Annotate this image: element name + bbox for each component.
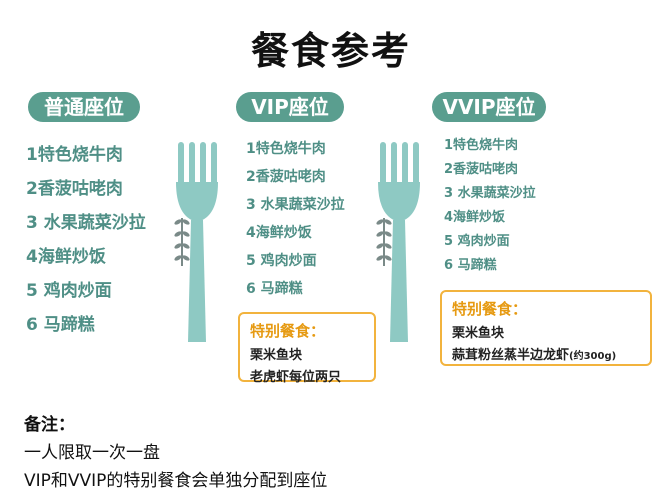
list-item: 2香菠咕咾肉 [26,179,123,199]
notes: 备注： 一人限取一次一盘 VIP和VVIP的特别餐食会单独分配到座位 [24,410,327,495]
special-item: 老虎虾每位两只 [250,370,342,385]
list-item: 4海鲜炒饭 [246,225,312,241]
list-item: 6 马蹄糕 [444,258,497,273]
special-item: 蒜茸粉丝蒸半边龙虾 [452,348,570,363]
list-item: 1特色烧牛肉 [444,138,519,153]
list-item: 1特色烧牛肉 [246,141,326,157]
special-item: 栗米鱼块 [250,348,303,363]
fork-icon [376,142,420,342]
menu-list-vvip: 1特色烧牛肉 2香菠咕咾肉 3 水果蔬菜沙拉 4海鲜炒饭 5 鸡肉炒面 6 马蹄… [444,134,536,278]
section-label-regular: 普通座位 [28,92,140,122]
list-item: 6 马蹄糕 [26,315,95,335]
list-item: 3 水果蔬菜沙拉 [26,213,146,233]
special-box-vvip: 特别餐食： 栗米鱼块 蒜茸粉丝蒸半边龙虾(约300g) [440,290,652,366]
menu-list-regular: 1特色烧牛肉 2香菠咕咾肉 3 水果蔬菜沙拉 4海鲜炒饭 5 鸡肉炒面 6 马蹄… [26,138,146,342]
list-item: 2香菠咕咾肉 [444,162,519,177]
special-item-with-note: 蒜茸粉丝蒸半边龙虾(约300g) [452,345,640,368]
fork-icon [174,142,218,342]
special-box-vip: 特别餐食： 栗米鱼块 老虎虾每位两只 [238,312,376,385]
list-item: 5 鸡肉炒面 [246,253,317,269]
notes-line: VIP和VVIP的特别餐食会单独分配到座位 [24,471,328,491]
notes-title: 备注： [24,415,75,435]
list-item: 3 水果蔬菜沙拉 [246,197,345,213]
list-item: 5 鸡肉炒面 [26,281,112,301]
list-item: 4海鲜炒饭 [26,247,106,267]
list-item: 6 马蹄糕 [246,281,303,297]
list-item: 2香菠咕咾肉 [246,169,326,185]
list-item: 5 鸡肉炒面 [444,234,510,249]
section-label-vvip: VVIP座位 [432,92,546,122]
weight-note: (约300g) [569,351,617,362]
list-item: 1特色烧牛肉 [26,145,123,165]
list-item: 3 水果蔬菜沙拉 [444,186,536,201]
page-title: 餐食参考 [250,29,411,73]
special-item: 栗米鱼块 [452,326,505,341]
list-item: 4海鲜炒饭 [444,210,506,225]
special-title: 特别餐食： [452,300,528,318]
section-label-vip: VIP座位 [236,92,344,122]
special-title: 特别餐食： [250,322,326,340]
notes-line: 一人限取一次一盘 [24,443,160,463]
menu-list-vip: 1特色烧牛肉 2香菠咕咾肉 3 水果蔬菜沙拉 4海鲜炒饭 5 鸡肉炒面 6 马蹄… [246,135,345,303]
